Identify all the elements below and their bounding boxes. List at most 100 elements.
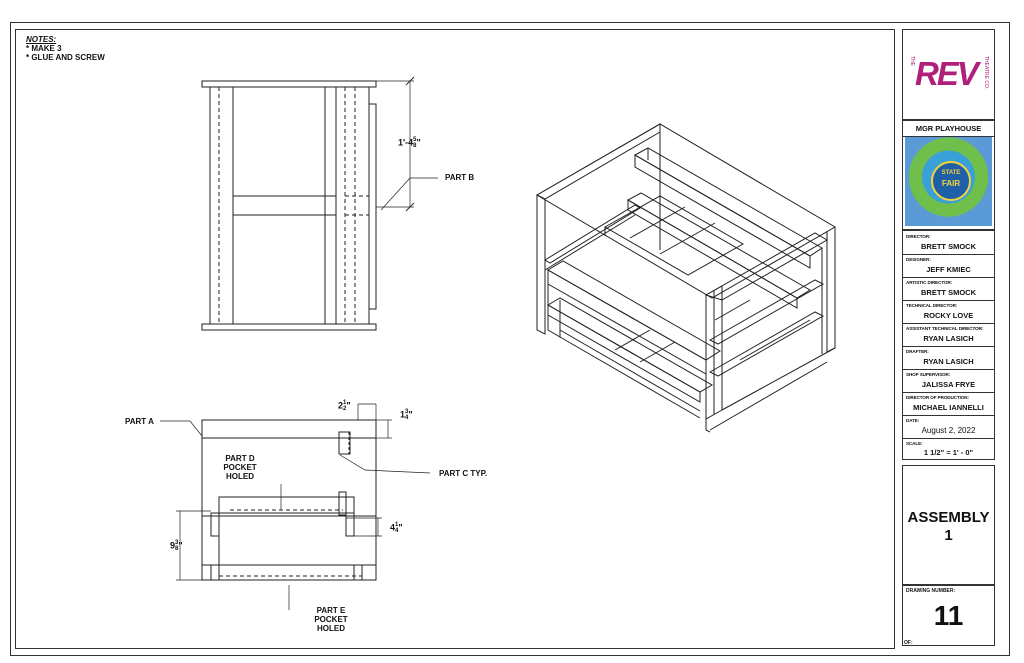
divider bbox=[903, 300, 994, 301]
credit-label: DRAFTER: bbox=[906, 349, 929, 354]
dim-value: 2 bbox=[338, 400, 344, 411]
notes-block: NOTES: * MAKE 3 * GLUE AND SCREW bbox=[26, 35, 105, 62]
divider bbox=[903, 415, 994, 416]
divider bbox=[903, 254, 994, 255]
drawing-number-box: DRAWING NUMBER: 11 bbox=[902, 585, 995, 646]
scale-value: 1 1/2" = 1' - 0" bbox=[923, 448, 974, 457]
dim-unit: " bbox=[346, 400, 351, 411]
credit-value: ROCKY LOVE bbox=[923, 311, 974, 320]
label-part-d: PART D POCKET HOLED bbox=[222, 454, 258, 481]
dim-den: 4 bbox=[405, 415, 409, 421]
credit-label: DIRECTOR OF PRODUCTION: bbox=[906, 395, 969, 400]
note-line: * MAKE 3 bbox=[26, 44, 62, 53]
credit-label: DESIGNER: bbox=[906, 257, 931, 262]
dim-den: 2 bbox=[343, 406, 347, 412]
poster-line2: FAIR bbox=[941, 179, 961, 188]
label-part-d-line: HOLED bbox=[226, 472, 254, 481]
logo-the: THE bbox=[909, 56, 915, 66]
drawing-title-box: ASSEMBLY 1 bbox=[902, 465, 995, 585]
divider bbox=[903, 346, 994, 347]
label-part-d-line: PART D bbox=[225, 454, 255, 463]
dim-unit: " bbox=[178, 540, 183, 551]
dim-unit: " bbox=[416, 137, 421, 148]
dim-num: 5 bbox=[413, 137, 417, 143]
dim-value: 4 bbox=[390, 522, 396, 533]
credit-value: JEFF KMIEC bbox=[926, 265, 971, 274]
drawing-number: 11 bbox=[933, 600, 964, 631]
label-part-d-line: POCKET bbox=[223, 463, 257, 472]
divider bbox=[903, 392, 994, 393]
dim-unit: " bbox=[408, 409, 413, 420]
dim-num: 3 bbox=[405, 409, 409, 415]
divider bbox=[903, 277, 994, 278]
side-elevation-view bbox=[160, 403, 431, 610]
divider bbox=[903, 369, 994, 370]
divider bbox=[903, 438, 994, 439]
dim-num: 1 bbox=[343, 400, 347, 406]
dim-den: 8 bbox=[175, 546, 179, 552]
credit-value: RYAN LASICH bbox=[923, 334, 974, 343]
isometric-view bbox=[535, 123, 836, 433]
dim-value: 9 bbox=[170, 540, 176, 551]
drawing-title-line1: ASSEMBLY bbox=[907, 509, 990, 526]
notes-heading: NOTES: bbox=[26, 35, 57, 44]
credit-value: BRETT SMOCK bbox=[921, 288, 976, 297]
credit-label: SCALE: bbox=[906, 441, 923, 446]
credit-value: MICHAEL IANNELLI bbox=[913, 403, 984, 412]
dim-value: 1 bbox=[400, 409, 406, 420]
credit-label: ARTISTIC DIRECTOR: bbox=[906, 280, 953, 285]
dim-unit: " bbox=[398, 522, 403, 533]
credits-box: DIRECTOR: BRETT SMOCK DESIGNER: JEFF KMI… bbox=[902, 230, 995, 460]
logo-box: THE REV THEATRE CO. bbox=[902, 29, 995, 120]
label-part-c: PART C TYP. bbox=[439, 469, 488, 478]
of-label: OF: bbox=[904, 640, 913, 646]
credit-value: BRETT SMOCK bbox=[921, 242, 976, 251]
dim-num: 3 bbox=[175, 540, 179, 546]
drawing-number-label: DRAWING NUMBER: bbox=[906, 588, 956, 594]
label-part-e-line: HOLED bbox=[317, 624, 345, 633]
credit-value: RYAN LASICH bbox=[923, 357, 974, 366]
drawing-sheet-border bbox=[10, 22, 1010, 656]
drawing-title: ASSEMBLY 1 bbox=[903, 509, 994, 545]
credit-label: SHOP SUPERVISOR: bbox=[906, 372, 951, 377]
label-part-b: PART B bbox=[445, 173, 475, 182]
credit-value: JALISSA FRYE bbox=[921, 380, 976, 389]
dim-value: 1'-4 bbox=[398, 137, 414, 148]
credit-label: TECHNICAL DIRECTOR: bbox=[906, 303, 958, 308]
drawing-area-border bbox=[15, 29, 895, 649]
venue-name: MGR PLAYHOUSE bbox=[903, 121, 994, 137]
show-poster-image: STATE FAIR bbox=[905, 137, 992, 226]
dim-den: 4 bbox=[395, 528, 399, 534]
poster-badge: STATE FAIR bbox=[931, 161, 971, 201]
credit-label: DATE: bbox=[906, 418, 920, 423]
drawing-title-line2: 1 bbox=[944, 527, 953, 544]
poster-line1: STATE bbox=[941, 170, 961, 176]
logo-rev: REV bbox=[915, 55, 979, 92]
label-part-e-line: PART E bbox=[316, 606, 346, 615]
credit-label: DIRECTOR: bbox=[906, 234, 931, 239]
label-part-a: PART A bbox=[125, 417, 154, 426]
date-value: August 2, 2022 bbox=[921, 426, 976, 435]
label-part-e: PART E POCKET HOLED bbox=[313, 606, 349, 633]
divider bbox=[903, 323, 994, 324]
rev-theatre-logo: THE REV THEATRE CO. bbox=[909, 54, 989, 94]
credit-label: ASSISTANT TECHNICAL DIRECTOR: bbox=[906, 326, 984, 331]
logo-theatre-co: THEATRE CO. bbox=[983, 56, 989, 90]
front-elevation-view bbox=[201, 76, 438, 331]
note-line: * GLUE AND SCREW bbox=[26, 53, 105, 62]
venue-box: MGR PLAYHOUSE STATE FAIR bbox=[902, 120, 995, 230]
dim-den: 8 bbox=[413, 143, 417, 149]
label-part-e-line: POCKET bbox=[314, 615, 348, 624]
dim-num: 1 bbox=[395, 522, 399, 528]
